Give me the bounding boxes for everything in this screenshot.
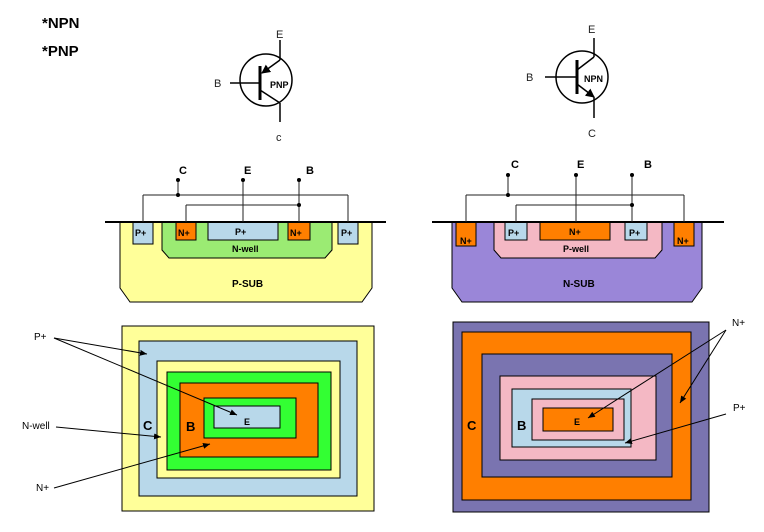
npn-label-pplus-right: P+: [629, 228, 640, 238]
npn-node-dot: [574, 173, 578, 177]
npn-label-nplus-emitter: N+: [569, 227, 581, 237]
npn-node-dot: [506, 173, 510, 177]
npn-pin-b: B: [644, 159, 652, 171]
pnp-callout-pplus: P+: [34, 332, 47, 343]
pnp-symbol-b: B: [214, 78, 221, 90]
npn-layout: C B E N+ P+: [452, 318, 746, 513]
pnp-label-pplus-right: P+: [341, 228, 352, 238]
pnp-label-nwell: N-well: [232, 244, 259, 254]
npn-cross-section: C E B N+ N+ P+ P+ N+ P-well N-SUB: [432, 159, 724, 303]
npn-node-dot: [630, 203, 634, 207]
pnp-pin-b: B: [306, 165, 314, 177]
npn-callout-arrow: [587, 329, 727, 419]
npn-node-dot: [506, 193, 510, 197]
pnp-node-dot: [297, 178, 301, 182]
pnp-collector-line: [259, 89, 281, 104]
npn-layout-c-label: C: [467, 418, 477, 433]
pnp-emitter-arrow: [261, 59, 281, 74]
npn-label-pwell: P-well: [563, 244, 589, 254]
npn-pin-e: E: [577, 159, 584, 171]
heading-npn: *NPN: [42, 15, 80, 32]
npn-node-dot: [630, 173, 634, 177]
pnp-transistor-symbol: PNP E B c: [214, 29, 293, 144]
pnp-label-psub: P-SUB: [232, 279, 263, 290]
npn-transistor-symbol: NPN E B C: [526, 24, 609, 140]
pnp-callout-arrow: [55, 426, 162, 440]
npn-layout-b-label: B: [517, 418, 526, 433]
pnp-label-pplus-emitter: P+: [235, 227, 246, 237]
pnp-callout-nwell: N-well: [22, 421, 50, 432]
npn-callout-nplus: N+: [732, 318, 745, 329]
pnp-pin-c: C: [179, 165, 187, 177]
npn-pin-c: C: [511, 159, 519, 171]
pnp-node-dot: [176, 193, 180, 197]
pnp-symbol-e: E: [276, 29, 283, 41]
npn-label-pplus-left: P+: [508, 228, 519, 238]
pnp-callout-nplus: N+: [36, 483, 49, 494]
pnp-node-dot: [297, 203, 301, 207]
npn-callout-pplus: P+: [733, 403, 746, 414]
npn-label-nplus-right: N+: [677, 236, 689, 246]
npn-symbol-e: E: [588, 24, 595, 36]
pnp-label-nplus-right: N+: [290, 228, 302, 238]
pnp-symbol-circle: [239, 53, 293, 107]
pnp-symbol-c: c: [276, 132, 282, 144]
pnp-symbol-type: PNP: [270, 80, 289, 90]
pnp-callout-arrow: [53, 443, 211, 489]
pnp-callout-arrow: [53, 337, 238, 416]
pnp-pin-e: E: [244, 165, 251, 177]
pnp-label-nplus-left: N+: [178, 228, 190, 238]
npn-symbol-type: NPN: [584, 74, 603, 84]
npn-callout-arrow: [624, 413, 727, 444]
npn-label-nsub: N-SUB: [563, 279, 595, 290]
npn-symbol-b: B: [526, 72, 533, 84]
npn-collector-line: [576, 56, 595, 71]
pnp-layout-e-label: E: [244, 417, 250, 427]
pnp-label-pplus-left: P+: [135, 228, 146, 238]
pnp-layout-c-label: C: [143, 418, 153, 433]
npn-label-nplus-left: N+: [460, 236, 472, 246]
npn-emitter-arrow: [576, 83, 595, 98]
pnp-callout-arrow: [53, 337, 148, 356]
pnp-node-dot: [176, 178, 180, 182]
npn-layout-e-label: E: [574, 417, 580, 427]
pnp-node-dot: [241, 178, 245, 182]
npn-callout-arrow: [679, 329, 727, 404]
pnp-layout: C B E P+ N-well N+: [22, 325, 375, 512]
pnp-layout-b-label: B: [186, 419, 195, 434]
heading-pnp: *PNP: [42, 43, 79, 60]
pnp-cross-section: C E B P+ P+ N+ N+ P+ N-well P-SUB: [105, 165, 386, 303]
npn-symbol-c: C: [588, 128, 596, 140]
